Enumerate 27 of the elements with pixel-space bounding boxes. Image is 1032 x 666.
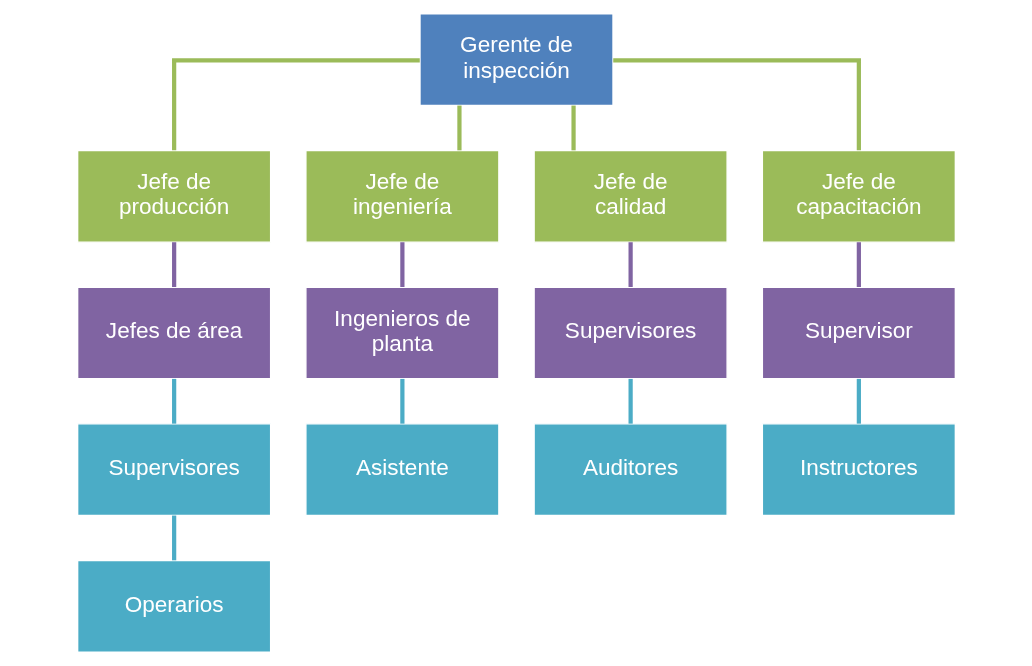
node-box: Operarios [76, 559, 271, 653]
node-box: Jefe de ingeniería [304, 149, 500, 243]
connector [628, 242, 633, 287]
node-box: Jefes de área [76, 286, 271, 380]
connector [570, 105, 576, 151]
node-box: Auditores [532, 423, 728, 517]
connector [171, 378, 176, 424]
node-box: Ingenieros de planta [304, 286, 500, 380]
node-box: Jefe de calidad [532, 149, 728, 243]
connector [399, 242, 404, 287]
connector [171, 242, 176, 287]
node-box: Instructores [761, 423, 956, 517]
connector [171, 58, 420, 151]
connector [612, 58, 861, 151]
node-box: Supervisor [761, 286, 956, 380]
connector [856, 242, 861, 287]
node-box: Supervisores [532, 286, 728, 380]
connector [856, 378, 861, 424]
node-box: Asistente [304, 423, 500, 517]
connector [171, 515, 176, 561]
connector [399, 378, 404, 424]
connector [456, 105, 462, 151]
node-box: Supervisores [76, 423, 271, 517]
node-box: Jefe de producción [76, 149, 271, 243]
node-box: Gerente de inspección [418, 13, 614, 107]
connector [628, 378, 633, 424]
node-box: Jefe de capacitación [761, 149, 956, 243]
